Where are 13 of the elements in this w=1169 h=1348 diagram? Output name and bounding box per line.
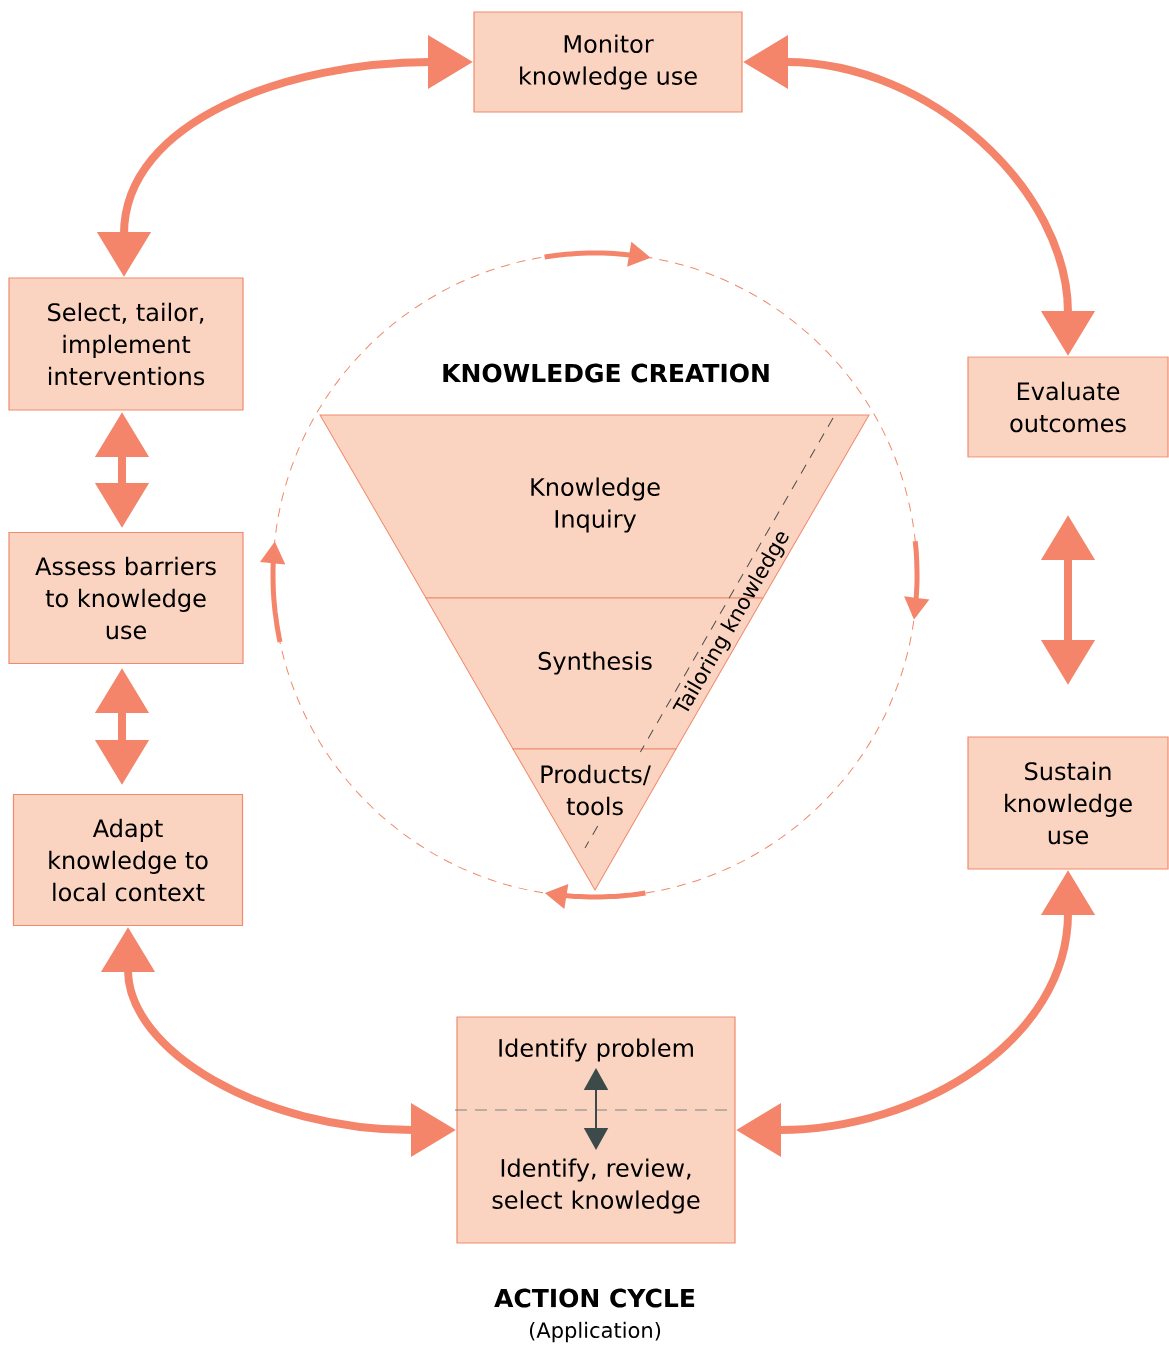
process-box: Sustain knowledge use xyxy=(967,736,1169,870)
step-text: Identify, review, select knowledge xyxy=(492,1158,700,1214)
step-text: Identify problem xyxy=(499,1038,693,1062)
process-box: Adapt knowledge to local context xyxy=(12,793,244,927)
process-box: Select, tailor, implement interventions xyxy=(8,277,244,411)
triangle-layer: Products/ tools xyxy=(512,748,677,891)
process-box: Monitor knowledge use xyxy=(473,11,743,113)
subtitle: (Application) xyxy=(529,1321,661,1343)
process-box xyxy=(456,1016,736,1244)
process-box: Evaluate outcomes xyxy=(967,356,1169,458)
process-box: Assess barriers to knowledge use xyxy=(8,531,244,665)
action-cycle-heading: ACTION CYCLE xyxy=(494,1288,695,1308)
knowledge-creation-heading: KNOWLEDGE CREATION xyxy=(443,363,769,383)
